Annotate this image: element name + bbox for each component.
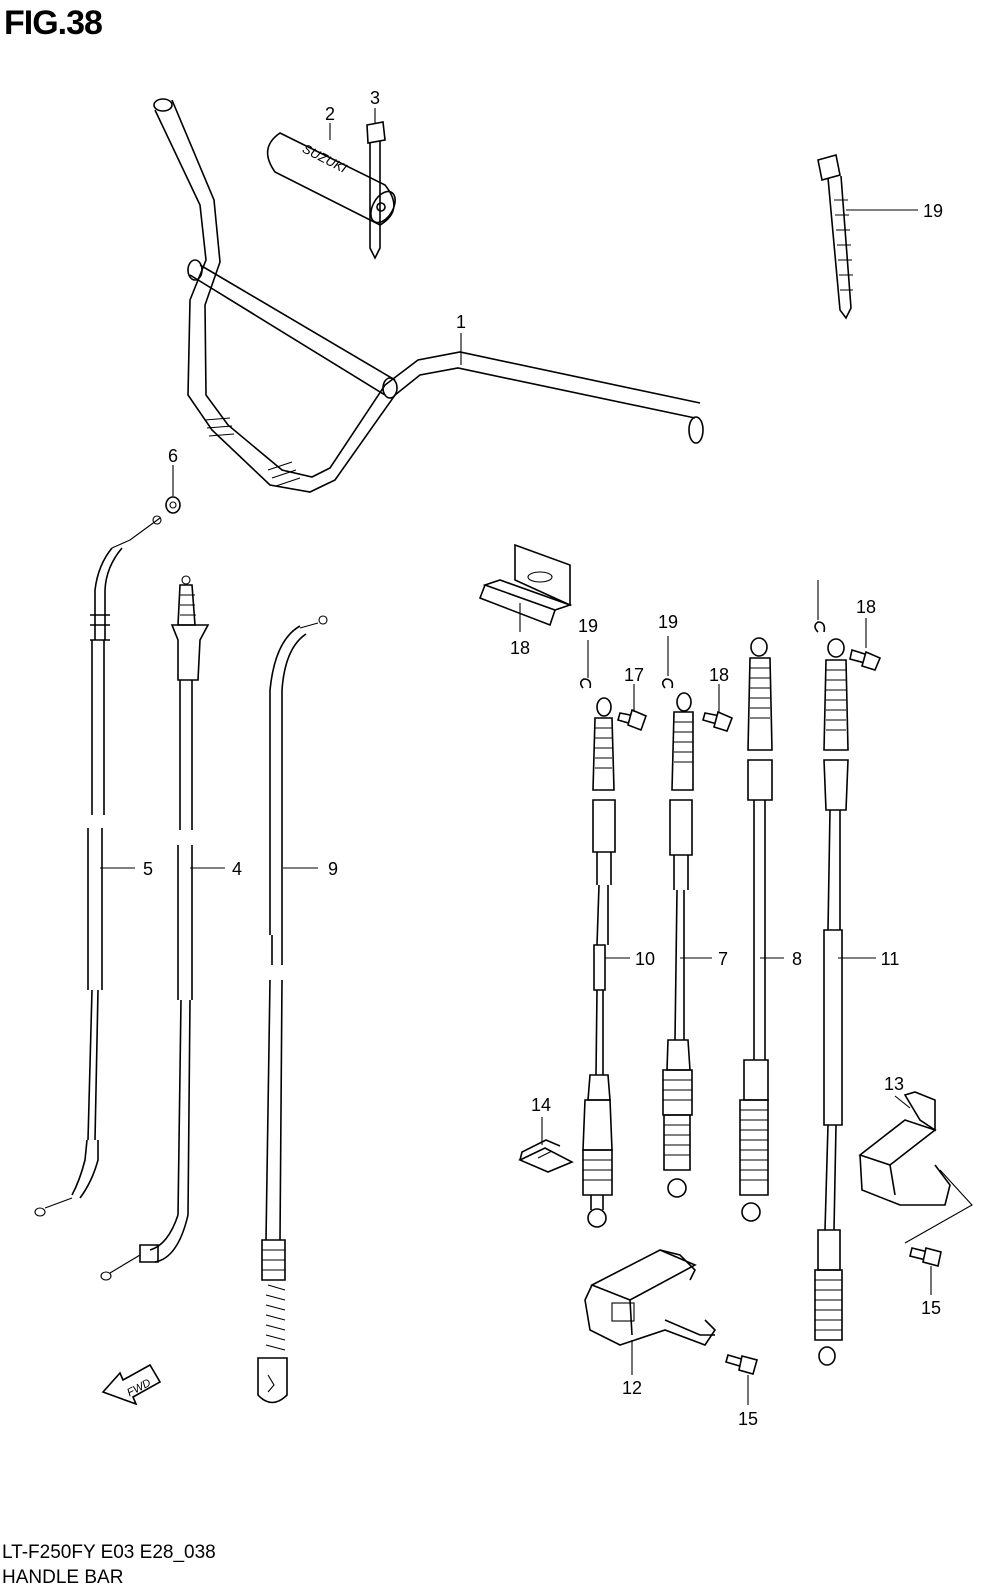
callout-17: 19 xyxy=(923,201,943,221)
callout-labels: 2 3 1 6 5 4 9 19 18 19 19 17 18 18 10 7 … xyxy=(143,88,943,1429)
callout-15a: 15 xyxy=(738,1409,758,1429)
callout-19b: 19 xyxy=(658,612,678,632)
figure-name: HANDLE BAR xyxy=(2,1567,124,1588)
callout-16: 18 xyxy=(510,638,530,658)
cable-10-part xyxy=(582,697,616,1228)
figure-code: LT-F250FY E03 E28_038 xyxy=(2,1542,216,1563)
callout-7: 7 xyxy=(718,949,728,969)
figure-title: FIG.38 xyxy=(4,4,103,42)
callout-14: 14 xyxy=(531,1095,551,1115)
callout-10: 10 xyxy=(635,949,655,969)
tie-3-part xyxy=(366,121,386,260)
bracket-12-part xyxy=(584,1249,717,1346)
callout-15b: 15 xyxy=(921,1298,941,1318)
callout-12: 12 xyxy=(622,1378,642,1398)
bracket-13-part xyxy=(858,1091,973,1244)
callout-18a: 17 xyxy=(624,665,644,685)
clip-19-parts xyxy=(579,621,826,689)
callout-11: 11 xyxy=(881,949,900,969)
cable-7-part xyxy=(662,692,694,1198)
callout-9: 9 xyxy=(328,859,338,879)
callout-5: 5 xyxy=(143,859,153,879)
cable-8-part xyxy=(739,637,773,1222)
callout-8: 8 xyxy=(792,949,802,969)
callout-18c: 18 xyxy=(856,597,876,617)
callout-4: 4 xyxy=(232,859,242,879)
handlebar-part xyxy=(153,98,704,493)
pad-logo-text: SUZUKI xyxy=(300,141,350,176)
fwd-arrow-icon: FWD xyxy=(101,1363,162,1406)
bolt-15-parts xyxy=(725,1247,942,1375)
cable-5-part xyxy=(34,515,162,1217)
cable-4-part xyxy=(100,575,210,1281)
callout-2: 2 xyxy=(325,104,335,124)
bolt-18-parts xyxy=(617,648,882,732)
cable-9-part xyxy=(257,615,328,1404)
callout-18b: 18 xyxy=(709,665,729,685)
callout-19a: 19 xyxy=(578,616,598,636)
leader-lines xyxy=(100,108,932,1405)
ring-6-part xyxy=(165,496,181,514)
clip-14-part xyxy=(518,1139,574,1173)
tie-17-part xyxy=(817,153,853,320)
callout-6: 6 xyxy=(168,446,178,466)
callout-13: 13 xyxy=(884,1074,904,1094)
fwd-text: FWD xyxy=(125,1377,153,1399)
callout-3: 3 xyxy=(370,88,380,108)
plate-16-part xyxy=(478,543,573,627)
callout-1: 1 xyxy=(456,312,466,332)
cable-11-part xyxy=(814,638,849,1366)
